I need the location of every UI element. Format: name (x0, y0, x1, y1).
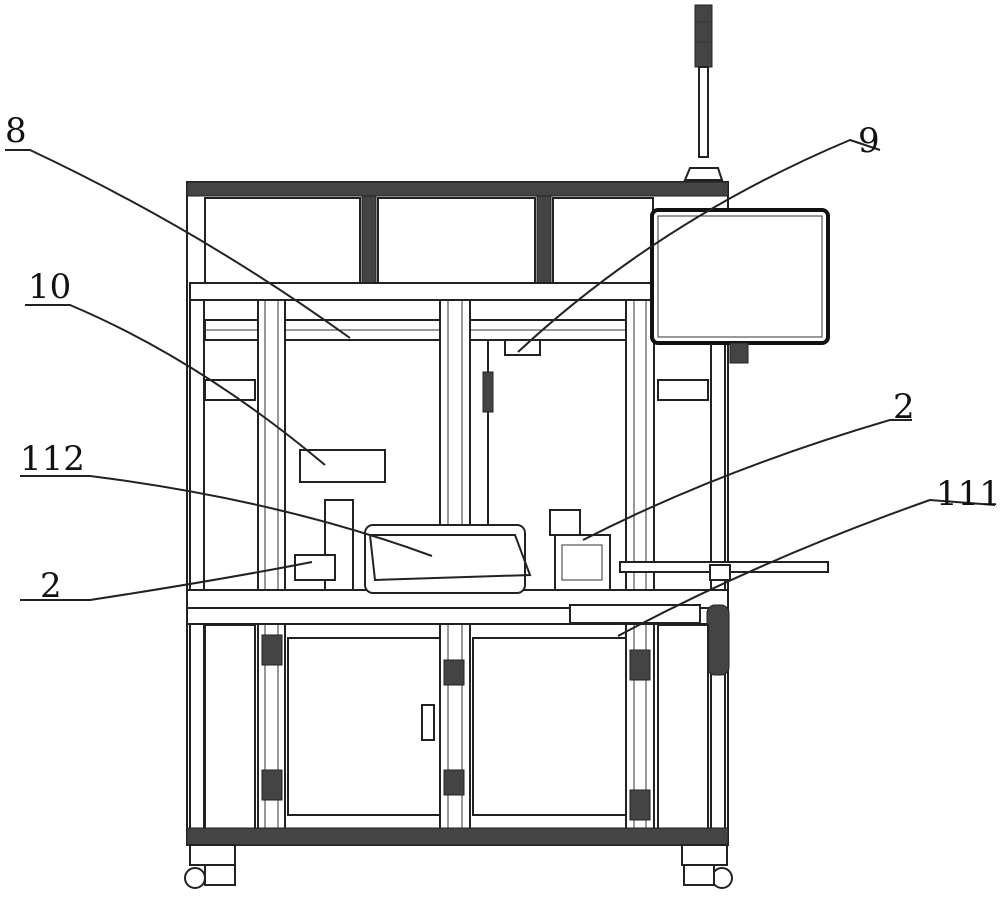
casters (185, 845, 732, 888)
monitor (652, 210, 828, 363)
label-2-left: 2 (40, 566, 62, 606)
label-9: 9 (858, 121, 880, 161)
label-111: 111 (936, 474, 1000, 514)
label-8: 8 (5, 111, 27, 151)
stack-light (685, 5, 722, 180)
label-2-right: 2 (893, 387, 915, 427)
label-10: 10 (28, 267, 71, 307)
label-112: 112 (20, 439, 85, 479)
